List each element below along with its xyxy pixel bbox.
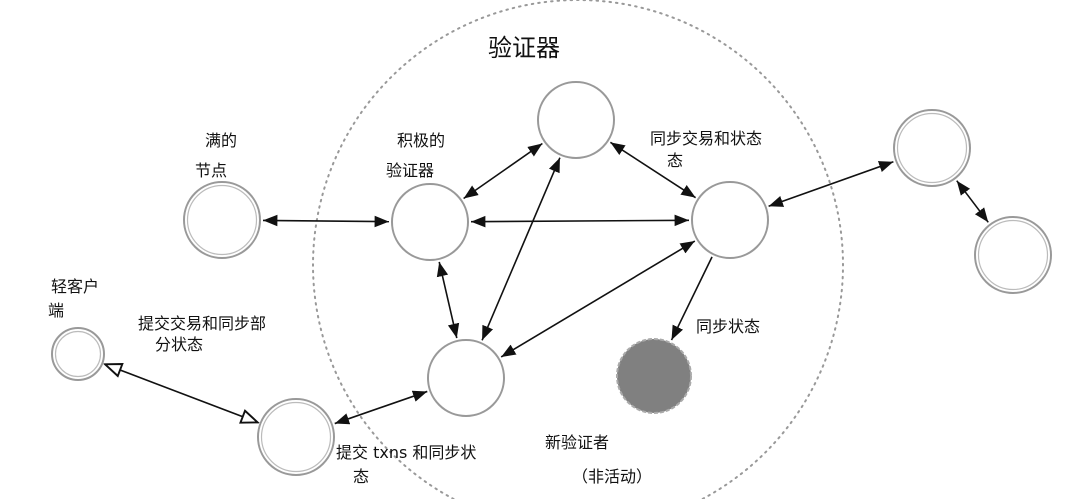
edge-ext1-ext2 xyxy=(956,180,989,223)
sync-state-label: 同步状态 xyxy=(696,317,761,336)
edge-top-bottom xyxy=(481,157,561,341)
full-node-label: 满的 xyxy=(205,131,238,150)
node-top xyxy=(537,81,615,159)
node-right xyxy=(691,181,769,259)
edge-active-top xyxy=(463,142,543,200)
edge-right-new xyxy=(670,256,713,341)
edge-right-ext1 xyxy=(768,161,894,207)
new-validator-label: 新验证者 xyxy=(545,433,610,452)
edge-full-active xyxy=(262,214,390,228)
edge-top-right xyxy=(609,141,697,199)
node-bottom xyxy=(427,339,505,417)
edge-light-submitter xyxy=(105,364,258,422)
node-full xyxy=(183,181,261,259)
node-ext2 xyxy=(974,216,1052,294)
edge-active-bottom xyxy=(436,261,460,339)
submit-txns-label-2: 态 xyxy=(353,467,370,486)
edge-right-bottom xyxy=(500,240,696,358)
submit-partial-label: 提交交易和同步部 xyxy=(138,314,267,333)
inactive-label: （非活动） xyxy=(572,467,653,486)
validator-title: 验证器 xyxy=(488,34,560,62)
node-new xyxy=(616,338,692,414)
sync-tx-state-label: 同步交易和状态 xyxy=(650,129,763,148)
full-node-label-2: 节点 xyxy=(195,161,228,180)
node-active xyxy=(391,183,469,261)
edge-active-right xyxy=(470,214,690,228)
node-light xyxy=(51,327,105,381)
edge-bottom-submitter xyxy=(334,390,428,425)
validator-boundary xyxy=(312,0,844,499)
active-validator-label-2: 验证器 xyxy=(386,161,435,180)
sync-tx-state-label-2: 态 xyxy=(667,151,684,170)
node-submitter xyxy=(257,398,335,476)
light-client-label-2: 端 xyxy=(48,301,65,320)
node-ext1 xyxy=(893,109,971,187)
submit-partial-label-2: 分状态 xyxy=(155,335,204,354)
submit-txns-label: 提交 txns 和同步状 xyxy=(336,443,477,462)
active-validator-label: 积极的 xyxy=(397,131,446,150)
light-client-label: 轻客户 xyxy=(51,277,100,296)
